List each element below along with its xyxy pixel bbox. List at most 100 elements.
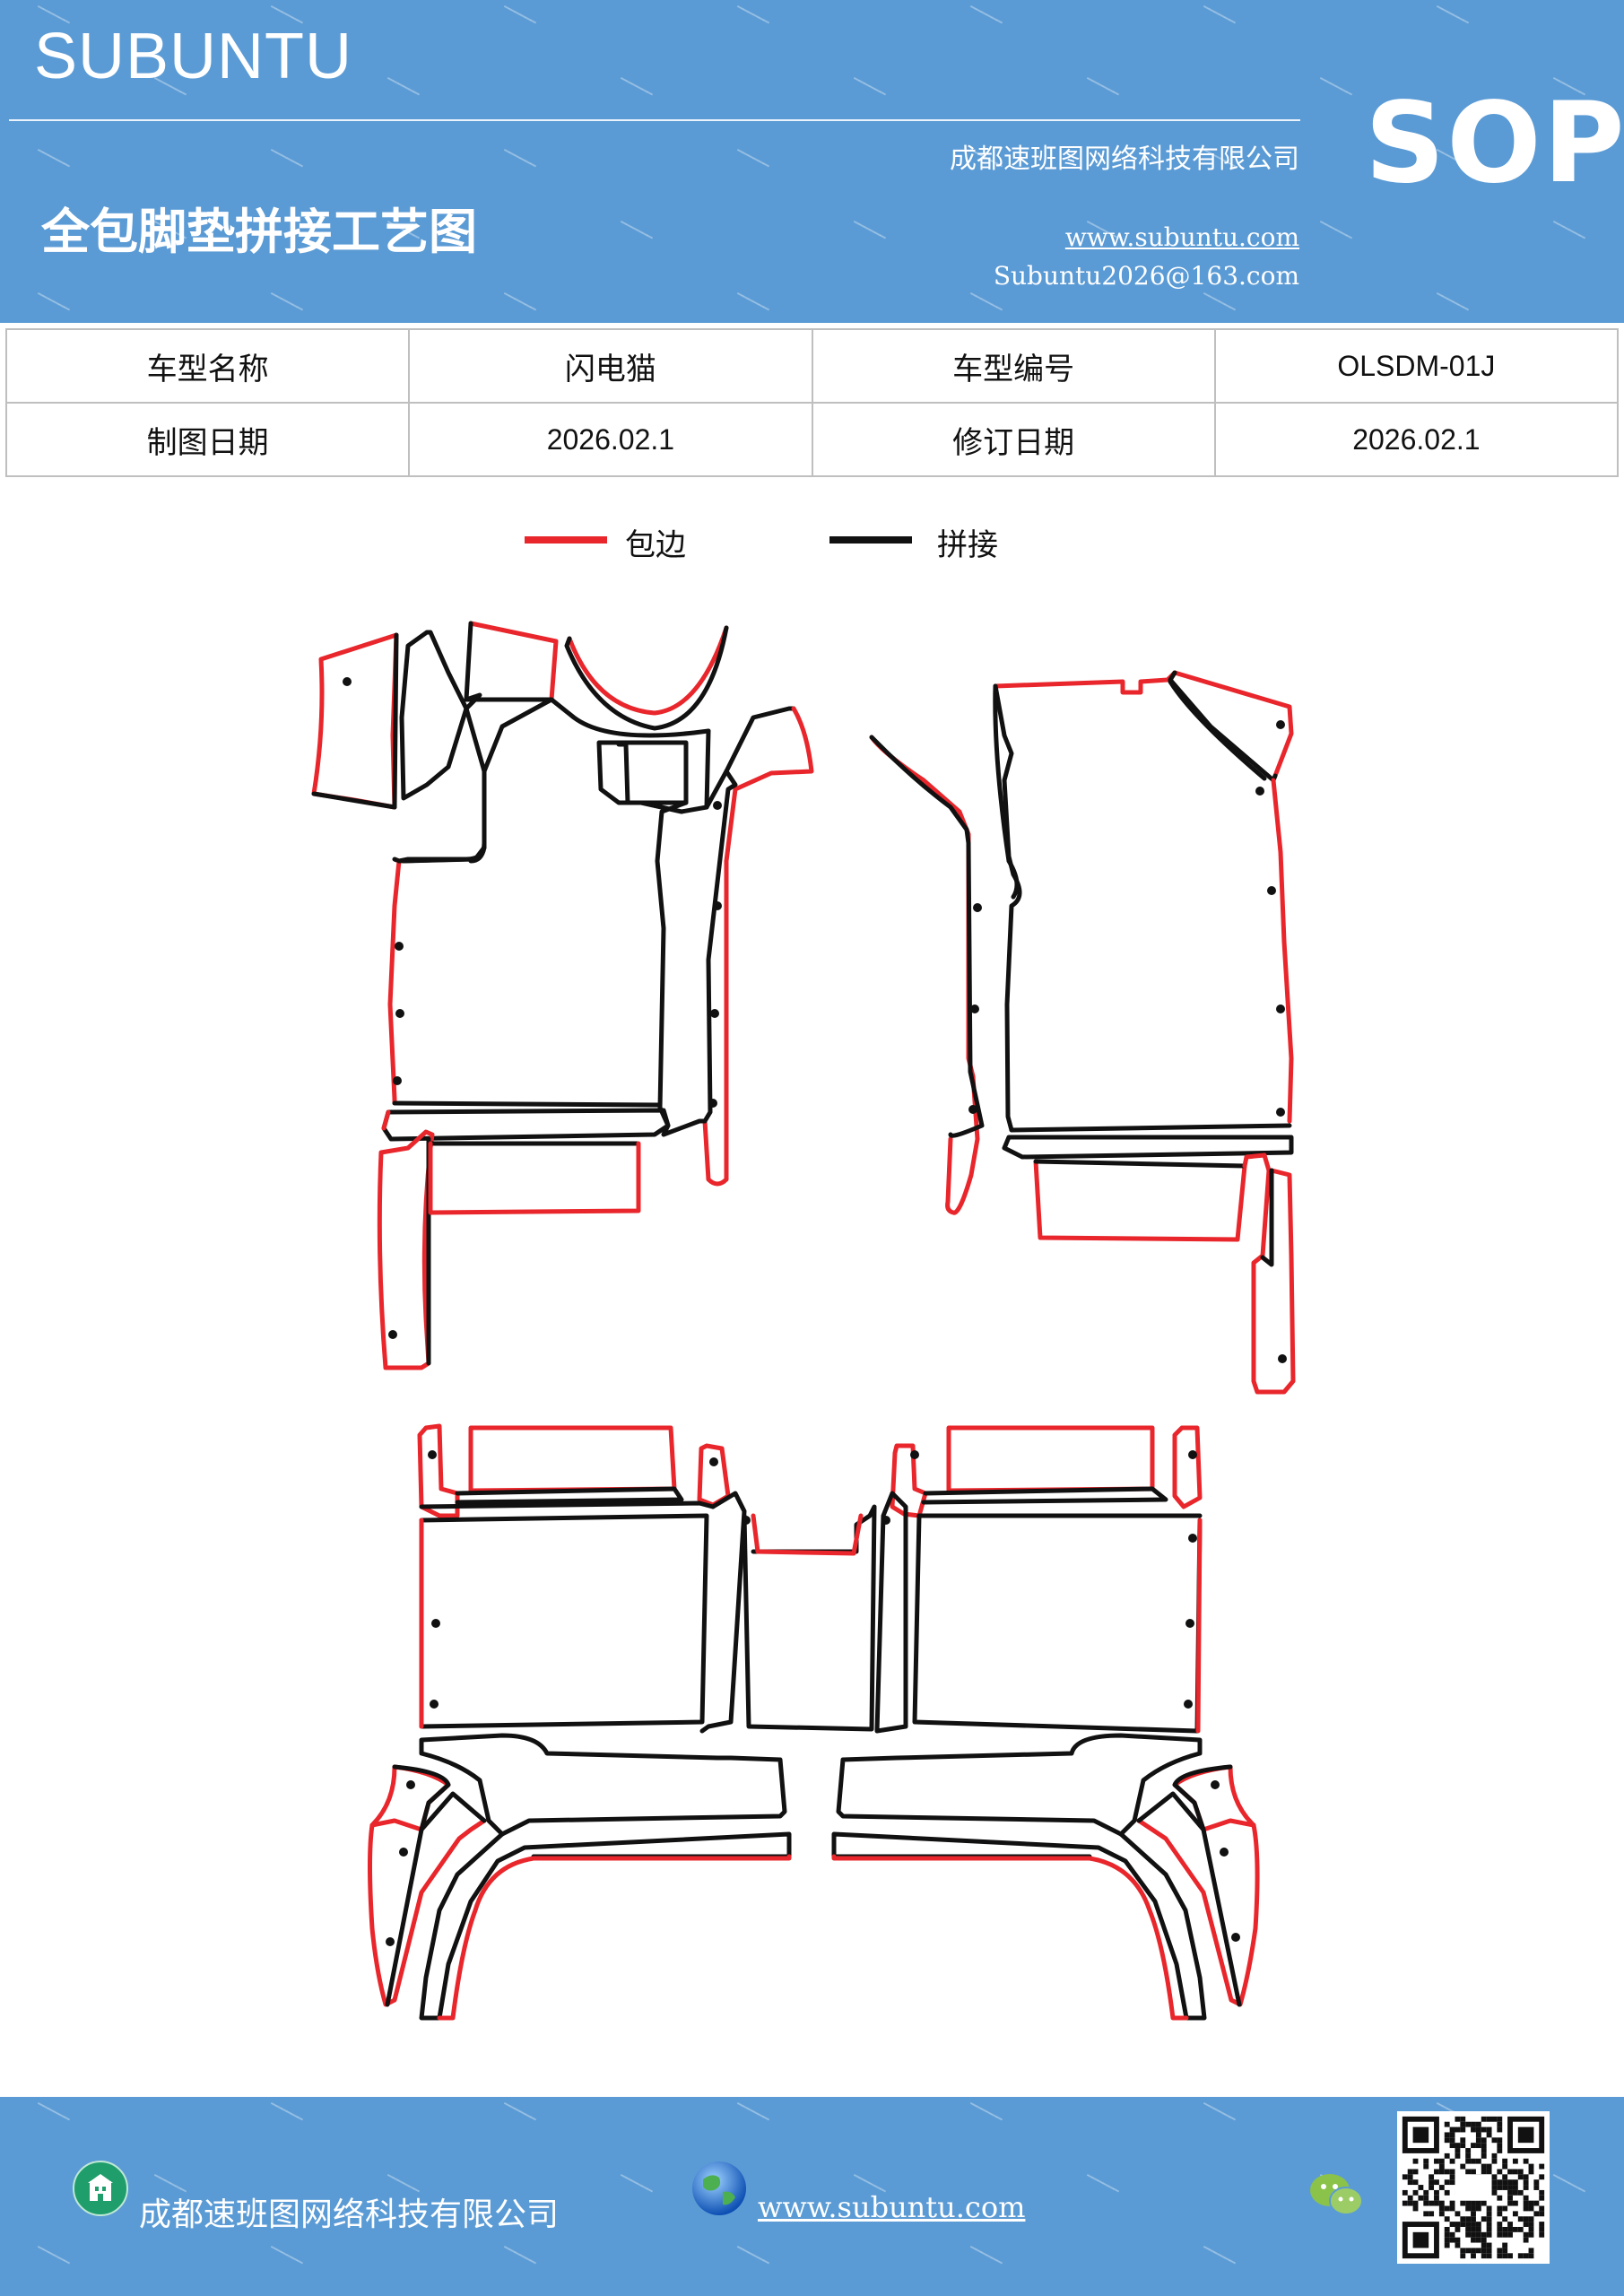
mat-rear-left [417,1423,877,1734]
watermark-mark: ━━━━━━ [501,2098,539,2126]
legend-swatch-black [829,536,912,544]
seam [311,791,397,810]
watermark-mark: ━━━━━━ [268,2241,306,2269]
header-divider [9,119,1300,121]
watermark-mark: ━━━━━━ [734,2098,772,2126]
watermark-mark: ━━━━━━ [618,2170,656,2197]
footer-company: 成都速班图网络科技有限公司 [139,2196,560,2233]
fastener-dot [1188,1450,1197,1459]
table-cell: 闪电猫 [408,328,813,404]
fastener-dot [393,1076,402,1085]
fastener-dot [1267,886,1276,895]
seam [836,1733,1203,1837]
fastener-dot [343,677,352,686]
red-edge [468,1425,677,1493]
seam [1002,1135,1294,1160]
seam [455,1486,684,1505]
seam [396,840,487,864]
seam [1168,679,1267,781]
red-edge [428,1141,641,1215]
seam [874,1491,908,1734]
fastener-dot [1231,1933,1240,1942]
globe-icon [692,2161,746,2215]
table-row: 制图日期 2026.02.1 修订日期 2026.02.1 [4,402,1620,477]
red-edge [377,1129,435,1370]
brand-name: SUBUNTU [34,21,353,92]
seam [1260,1168,1274,1267]
red-edge [437,1854,792,2021]
watermark-mark: ━━━━━━ [1550,2170,1588,2197]
fastener-dots [343,677,1287,1946]
fastener-dot [710,1009,719,1018]
qr-code [1397,2111,1550,2264]
seam [385,1791,487,2007]
red-edge [751,1513,864,1556]
fastener-dot [1220,1848,1229,1857]
fastener-dot [395,1009,404,1018]
footer-website-link[interactable]: www.subuntu.com [758,2190,1026,2224]
watermark-mark: ━━━━━━ [968,2098,1005,2126]
red-edge [567,625,729,716]
fastener-dot [1276,1108,1285,1117]
red-edge [381,1109,391,1131]
red-edge [831,1854,1189,2021]
red-edge [993,670,1177,695]
table-cell: 制图日期 [4,402,411,477]
red-edge [1195,1518,1203,1734]
fastener-dot [431,1619,440,1628]
red-edge [311,632,399,810]
fastener-dot [973,903,982,912]
header-website-link[interactable]: www.subuntu.com [1064,222,1299,252]
info-table: 车型名称 闪电猫 车型编号 OLSDM-01J 制图日期 2026.02.1 修… [4,328,1620,477]
seam [699,1491,747,1734]
table-cell: 车型名称 [4,328,411,404]
fastener-dot [1184,1700,1193,1709]
seam [655,800,689,1110]
watermark-mark: ━━━━━━ [268,2098,306,2126]
red-edge [1271,778,1294,1124]
fastener-dot [406,1780,415,1789]
seam [464,692,482,711]
header-banner: ━━━━━━━━━━━━━━━━━━━━━━━━━━━━━━━━━━━━━━━━… [0,0,1624,323]
fastener-dot [395,942,404,951]
fastener-dot [1211,1780,1220,1789]
seam [869,735,985,1138]
table-cell: OLSDM-01J [1213,328,1620,404]
watermark-mark: ━━━━━━ [1084,2170,1122,2197]
fastener-dot [386,1937,395,1946]
seam [831,1831,1207,2021]
seam [1172,1764,1233,1832]
fastener-dot [1276,720,1285,729]
seam [993,683,1020,900]
legend-item-seam: 拼接 [829,520,1009,574]
seam [392,632,399,810]
sop-label: SOP [1365,79,1624,208]
seam [638,728,711,814]
legend-item-edge: 包边 [525,520,704,574]
fastener-dot [713,801,722,810]
fastener-dot [970,1004,979,1013]
red-edge [1172,670,1294,778]
mat-rear-floor-left [368,1733,792,2021]
table-cell: 车型编号 [811,328,1216,404]
building-icon [73,2161,128,2216]
fastener-dot [968,1105,977,1114]
watermark-mark: ━━━━━━ [734,2241,772,2269]
seam [419,1513,709,1729]
fastener-dot [399,1848,408,1857]
fastener-dot [742,1516,751,1525]
fastener-dot [1185,1619,1194,1628]
mat-rear-floor-right [831,1733,1260,2021]
fastener-dot [428,1450,437,1459]
seam [1136,1791,1242,2007]
watermark-mark: ━━━━━━ [35,2098,73,2126]
watermark-mark: ━━━━━━ [1201,2241,1238,2269]
wechat-icon [1310,2174,1363,2215]
seam [616,742,630,805]
red-edge [417,1423,460,1518]
legend-label: 包边 [625,527,686,563]
seam [392,1764,451,1832]
watermark-mark: ━━━━━━ [968,2241,1005,2269]
fastener-dot [430,1700,439,1709]
mat-front-left [311,621,814,1370]
